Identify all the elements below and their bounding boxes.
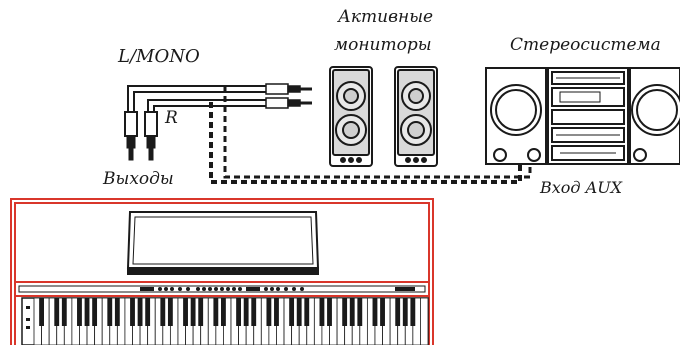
active-monitor-right <box>394 66 438 167</box>
r-label: R <box>164 108 178 128</box>
black-key <box>274 298 279 326</box>
black-key <box>190 298 196 326</box>
black-key <box>402 298 408 326</box>
active-monitors-label-line2: мониторы <box>334 35 432 55</box>
black-key <box>183 298 188 326</box>
black-key <box>380 298 385 326</box>
black-key <box>296 298 302 326</box>
monitor-plugs <box>265 83 312 109</box>
aux-cable <box>209 86 532 184</box>
active-monitor-left <box>329 66 373 167</box>
digital-piano <box>10 198 434 345</box>
piano-white-keys <box>33 297 429 345</box>
black-key <box>243 298 249 326</box>
black-key <box>213 298 219 326</box>
black-key <box>349 298 355 326</box>
black-key <box>327 298 332 326</box>
black-key <box>145 298 151 326</box>
stereo-system-label: Стереосистема <box>510 35 661 55</box>
black-key <box>54 298 60 326</box>
black-key <box>289 298 295 326</box>
black-key <box>61 298 67 326</box>
black-key <box>395 298 401 326</box>
black-key <box>236 298 241 326</box>
black-key <box>221 298 226 326</box>
black-key <box>251 298 257 326</box>
output-jack-plugs <box>124 111 158 161</box>
monitor-cables <box>127 85 268 112</box>
black-key <box>372 298 378 326</box>
black-key <box>167 298 173 326</box>
black-key <box>107 298 113 326</box>
black-key <box>304 298 310 326</box>
aux-input-label: Вход AUX <box>539 178 623 197</box>
black-key <box>130 298 135 326</box>
black-key <box>39 298 44 326</box>
black-key <box>160 298 166 326</box>
black-key <box>137 298 143 326</box>
piano-black-keys <box>39 298 416 326</box>
black-key <box>92 298 98 326</box>
black-key <box>410 298 416 326</box>
piano-side-panel <box>26 306 30 329</box>
black-key <box>342 298 348 326</box>
black-key <box>266 298 272 326</box>
white-key <box>420 297 429 345</box>
black-key <box>198 298 204 326</box>
active-monitors-label-line1: Активные <box>337 7 433 27</box>
black-key <box>319 298 325 326</box>
outputs-label: Выходы <box>102 169 174 189</box>
control-panel-buttons <box>140 287 415 291</box>
l-mono-label: L/MONO <box>117 46 200 67</box>
stereo-system <box>485 67 680 165</box>
black-key <box>77 298 82 326</box>
black-key <box>84 298 90 326</box>
black-key <box>114 298 120 326</box>
black-key <box>357 298 363 326</box>
